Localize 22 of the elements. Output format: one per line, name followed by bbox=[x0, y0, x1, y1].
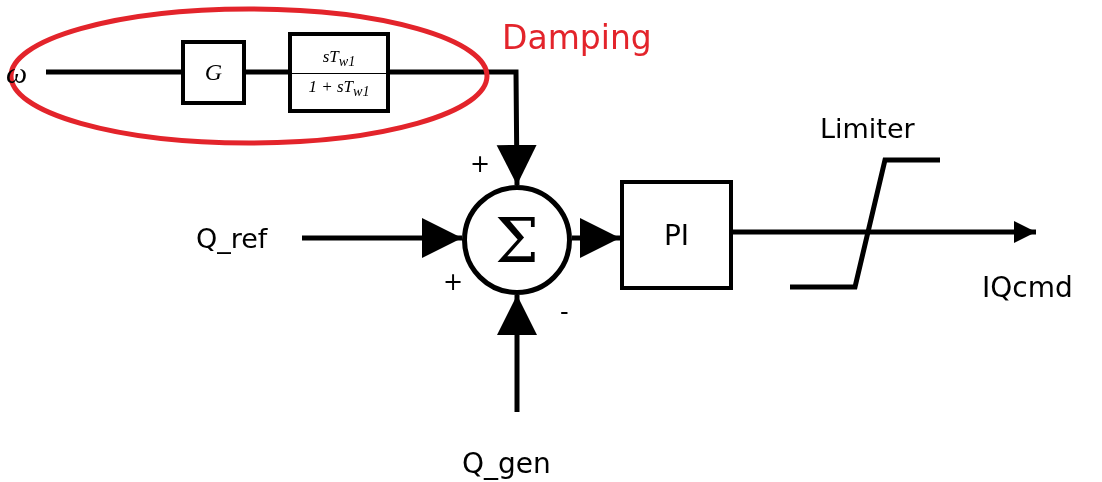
sign-label: + bbox=[470, 152, 491, 176]
signal-arrow bbox=[497, 295, 537, 412]
sign-label: - bbox=[560, 300, 569, 324]
signal-label: IQcmd bbox=[982, 232, 1100, 302]
signal-line bbox=[733, 229, 788, 235]
signal-label: Q_ref bbox=[196, 221, 302, 255]
summing-junction: Σ bbox=[462, 185, 572, 295]
limiter-block bbox=[788, 115, 942, 290]
signal-arrow bbox=[572, 218, 620, 258]
denominator: 1 + sT$_{w1}$ bbox=[307, 78, 371, 99]
group-title: Damping bbox=[502, 21, 652, 54]
signal-line bbox=[246, 69, 288, 75]
transfer-function-box bbox=[288, 32, 390, 113]
pi-controller-box: PI bbox=[620, 180, 733, 290]
block-label: Limiter bbox=[820, 115, 915, 142]
sign-label: + bbox=[443, 270, 464, 294]
signal-arrow bbox=[390, 69, 537, 186]
gain-box: G bbox=[181, 40, 246, 105]
signal-arrow bbox=[302, 218, 462, 258]
signal-label: Q_gen bbox=[462, 412, 577, 478]
signal-arrow bbox=[942, 221, 1036, 243]
numerator: sT$_{w1}$ bbox=[321, 48, 357, 69]
